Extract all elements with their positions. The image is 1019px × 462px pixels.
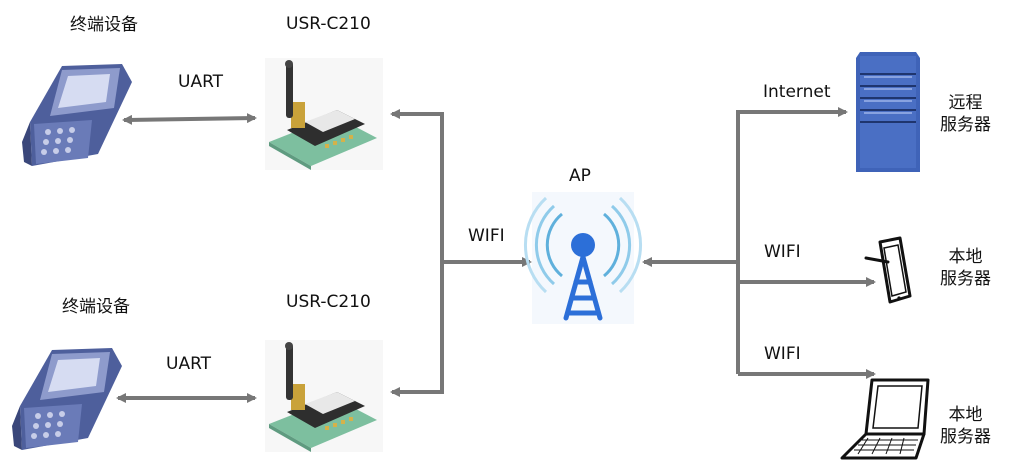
tablet-icon	[864, 236, 912, 304]
wifi-label: WIFI	[764, 242, 801, 262]
terminal-device-label: 终端设备	[62, 297, 130, 317]
remote-server-label-line1: 远程	[948, 93, 983, 113]
uart-label: UART	[178, 72, 224, 92]
terminal-device-label: 终端设备	[70, 15, 138, 35]
local-server-label: 本地 服务器	[940, 246, 991, 290]
uart-label: UART	[166, 354, 212, 374]
wifi-label: WIFI	[468, 226, 505, 246]
terminal-device-icon	[12, 348, 122, 450]
uart-link-arrow	[122, 113, 257, 125]
remote-server-label: 远程 服务器	[940, 92, 991, 136]
server-icon	[856, 52, 920, 172]
module-label: USR-C210	[286, 292, 371, 312]
wifi-module-icon	[265, 340, 383, 452]
terminal-device-icon	[22, 64, 132, 166]
local-server-label-line2: 服务器	[940, 427, 991, 447]
local-server-label-line1: 本地	[948, 247, 983, 267]
remote-server-label-line2: 服务器	[940, 115, 991, 135]
laptop-icon	[840, 378, 930, 460]
ap-tower-icon	[523, 192, 643, 324]
wifi-label: WIFI	[764, 344, 801, 364]
local-server-label: 本地 服务器	[940, 404, 991, 448]
internet-label: Internet	[763, 82, 831, 102]
right-links	[642, 107, 876, 379]
wifi-link-left	[390, 109, 532, 397]
local-server-label-line2: 服务器	[940, 269, 991, 289]
wifi-module-icon	[265, 58, 383, 170]
local-server-label-line1: 本地	[948, 405, 983, 425]
module-label: USR-C210	[286, 14, 371, 34]
ap-label: AP	[569, 166, 591, 186]
